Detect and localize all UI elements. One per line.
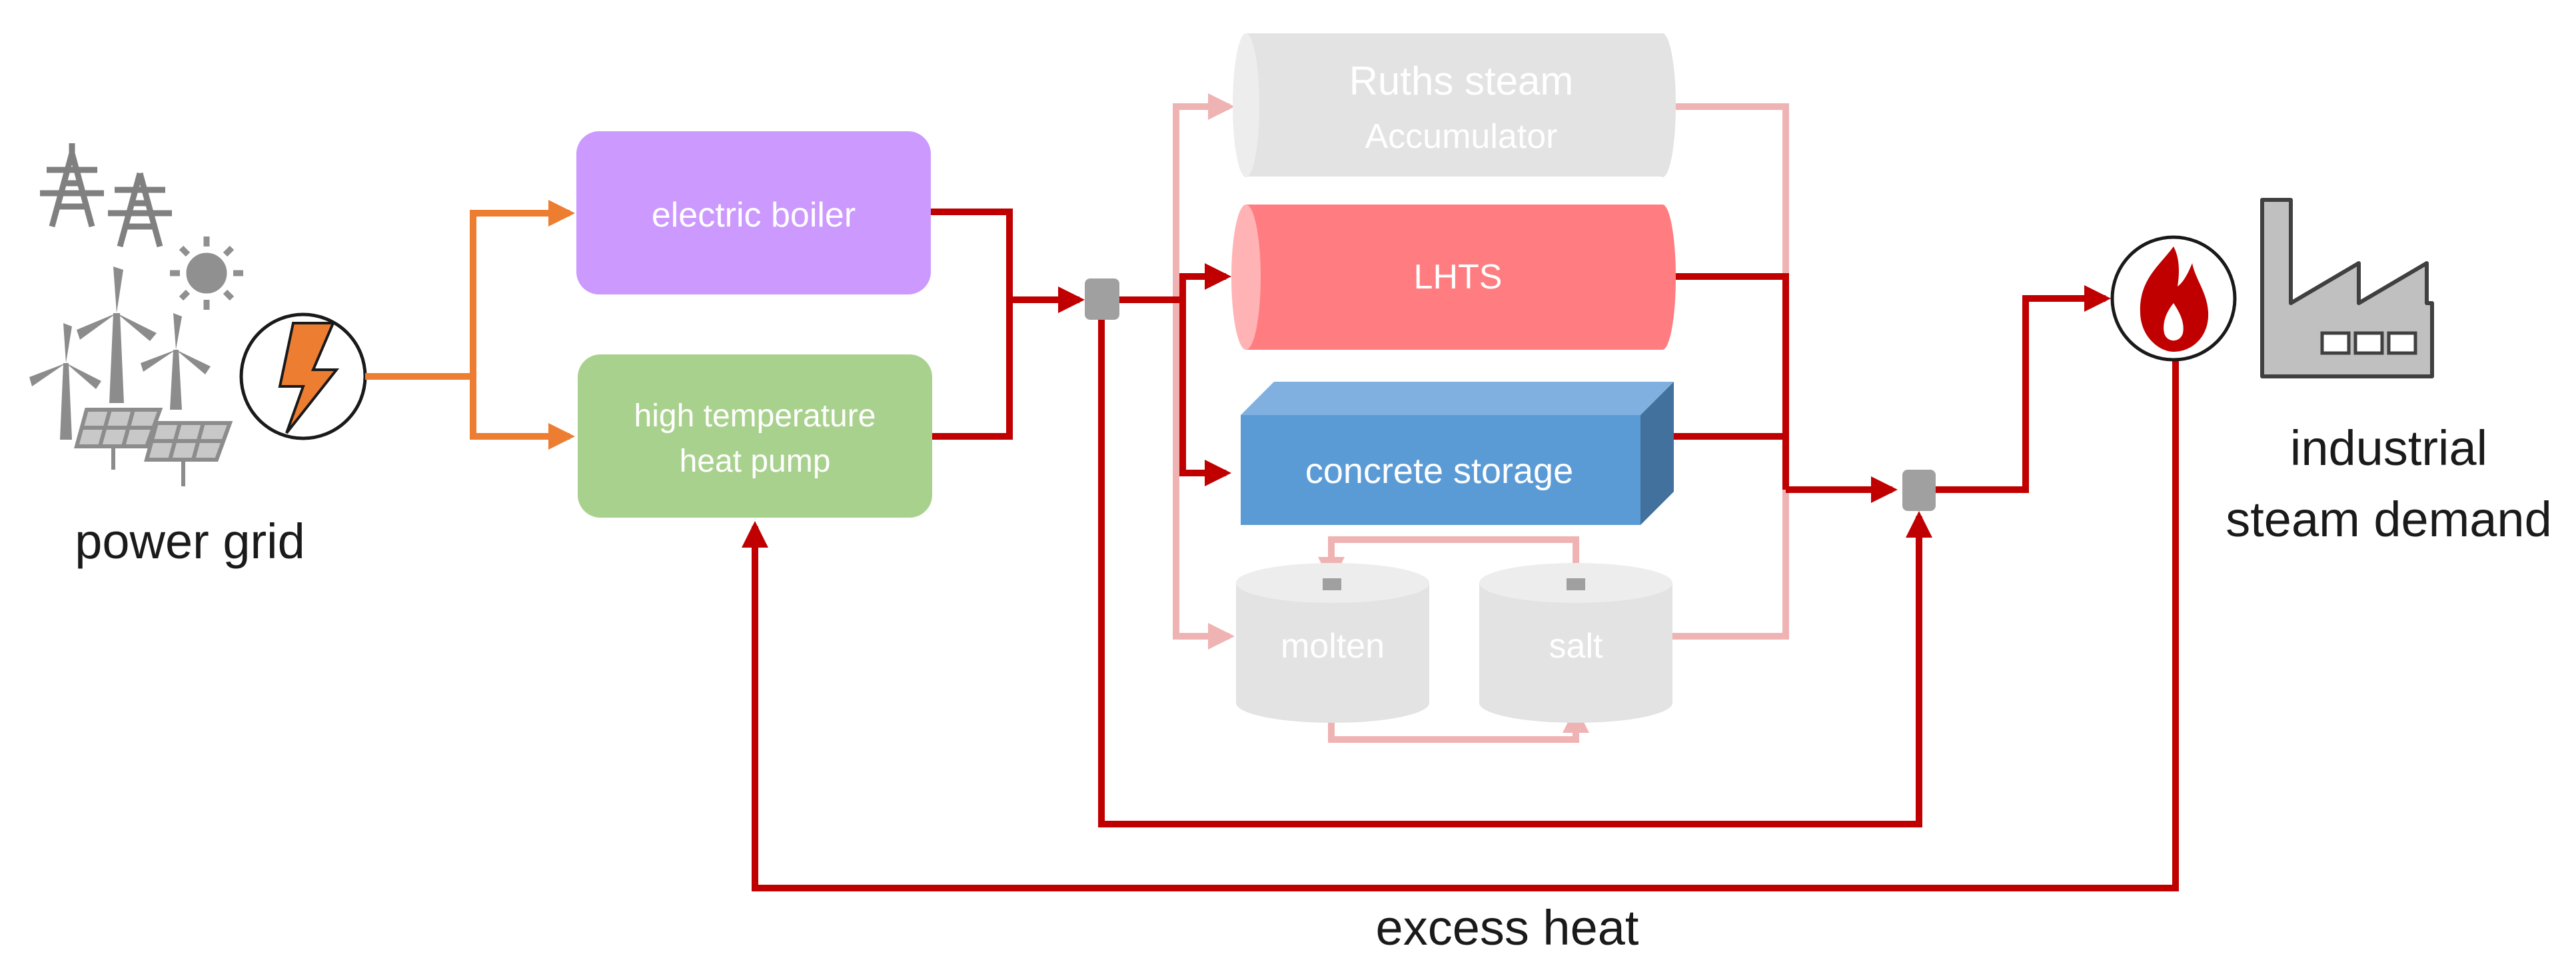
demand-label-line2: steam demand xyxy=(2226,492,2552,547)
flame-icon xyxy=(2110,235,2237,362)
electric-boiler-box: electric boiler xyxy=(576,131,931,294)
lhts-label: LHTS xyxy=(1414,258,1503,296)
lhts-storage: LHTS xyxy=(1231,205,1676,350)
heat-pump-label-line1: high temperature xyxy=(634,398,876,434)
heat-pump-box: high temperature heat pump xyxy=(578,354,932,518)
wind-turbine-icon xyxy=(29,266,211,440)
power-grid-label: power grid xyxy=(75,514,305,569)
molten-label: molten xyxy=(1281,627,1385,666)
molten-salt-tank-hot: salt xyxy=(1479,563,1672,723)
heat-pump-label-line2: heat pump xyxy=(680,444,831,479)
ruths-steam-accumulator: Ruths steam Accumulator xyxy=(1233,33,1676,177)
solar-panel-icon xyxy=(74,408,233,486)
salt-label: salt xyxy=(1549,627,1603,666)
electric-boiler-label: electric boiler xyxy=(652,196,856,235)
grid-flow-lines xyxy=(365,200,575,450)
ruths-label-line2: Accumulator xyxy=(1365,117,1558,156)
molten-salt-tank-cold: molten xyxy=(1236,563,1429,723)
excess-heat-label: excess heat xyxy=(1376,900,1639,955)
junction-node-left xyxy=(1085,278,1119,320)
demand-label-line1: industrial xyxy=(2290,420,2487,476)
ruths-label-line1: Ruths steam xyxy=(1349,59,1574,103)
sun-icon xyxy=(170,237,243,310)
concrete-storage-label: concrete storage xyxy=(1305,451,1573,491)
power-pylon-icon xyxy=(40,143,172,248)
concrete-storage: concrete storage xyxy=(1241,382,1674,525)
junction-node-right xyxy=(1902,470,1936,511)
factory-icon xyxy=(2260,198,2434,378)
heat-flow-lines xyxy=(742,209,2179,891)
lightning-bolt-icon xyxy=(239,312,367,440)
